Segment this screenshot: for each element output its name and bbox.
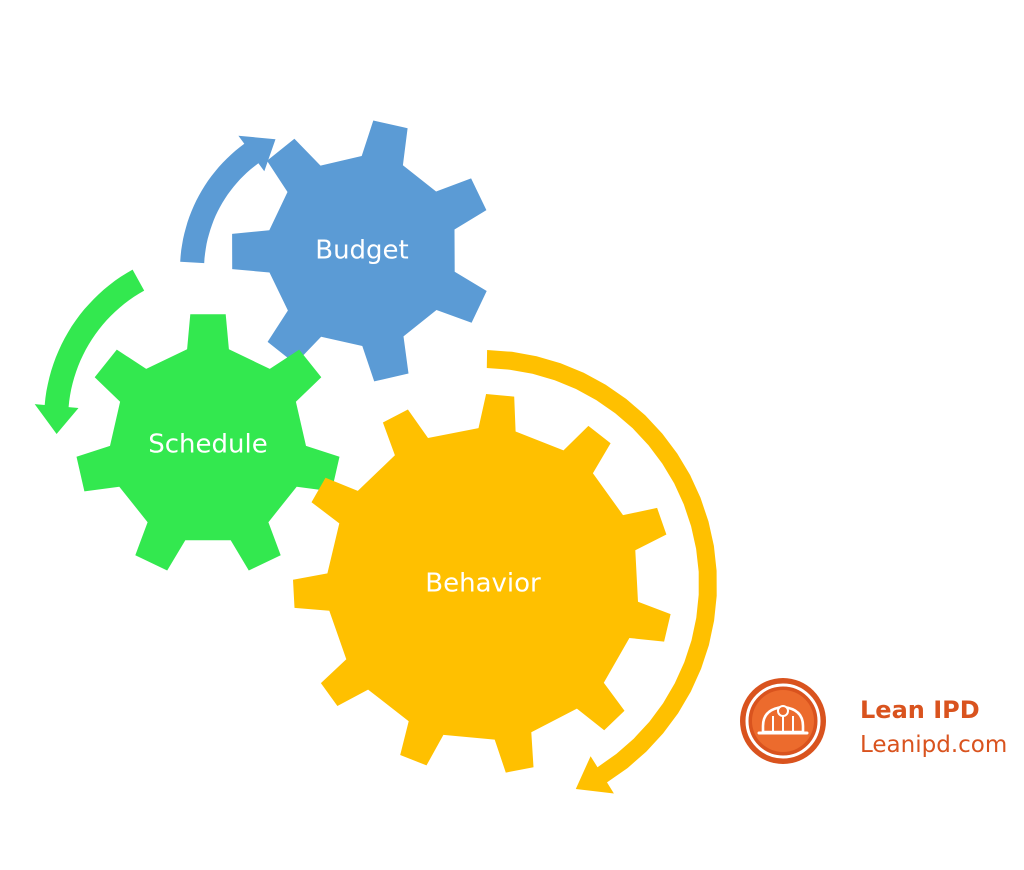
behavior-gear-icon: [293, 394, 671, 773]
behavior-label: Behavior: [425, 569, 541, 599]
schedule-gear-icon: [76, 314, 340, 571]
hard-hat-icon: [740, 678, 826, 764]
brand-url[interactable]: Leanipd.com: [860, 732, 1008, 758]
budget-label: Budget: [315, 236, 409, 266]
brand-block: Lean IPD Leanipd.com: [738, 676, 1018, 766]
schedule-label: Schedule: [148, 430, 267, 460]
brand-name: Lean IPD: [860, 696, 980, 724]
budget-gear-icon: [232, 120, 487, 382]
gears-layer: [76, 120, 671, 773]
green-curved-arrow: [34, 269, 145, 434]
blue-curved-arrow: [180, 135, 276, 264]
arrows-layer: [34, 135, 717, 794]
